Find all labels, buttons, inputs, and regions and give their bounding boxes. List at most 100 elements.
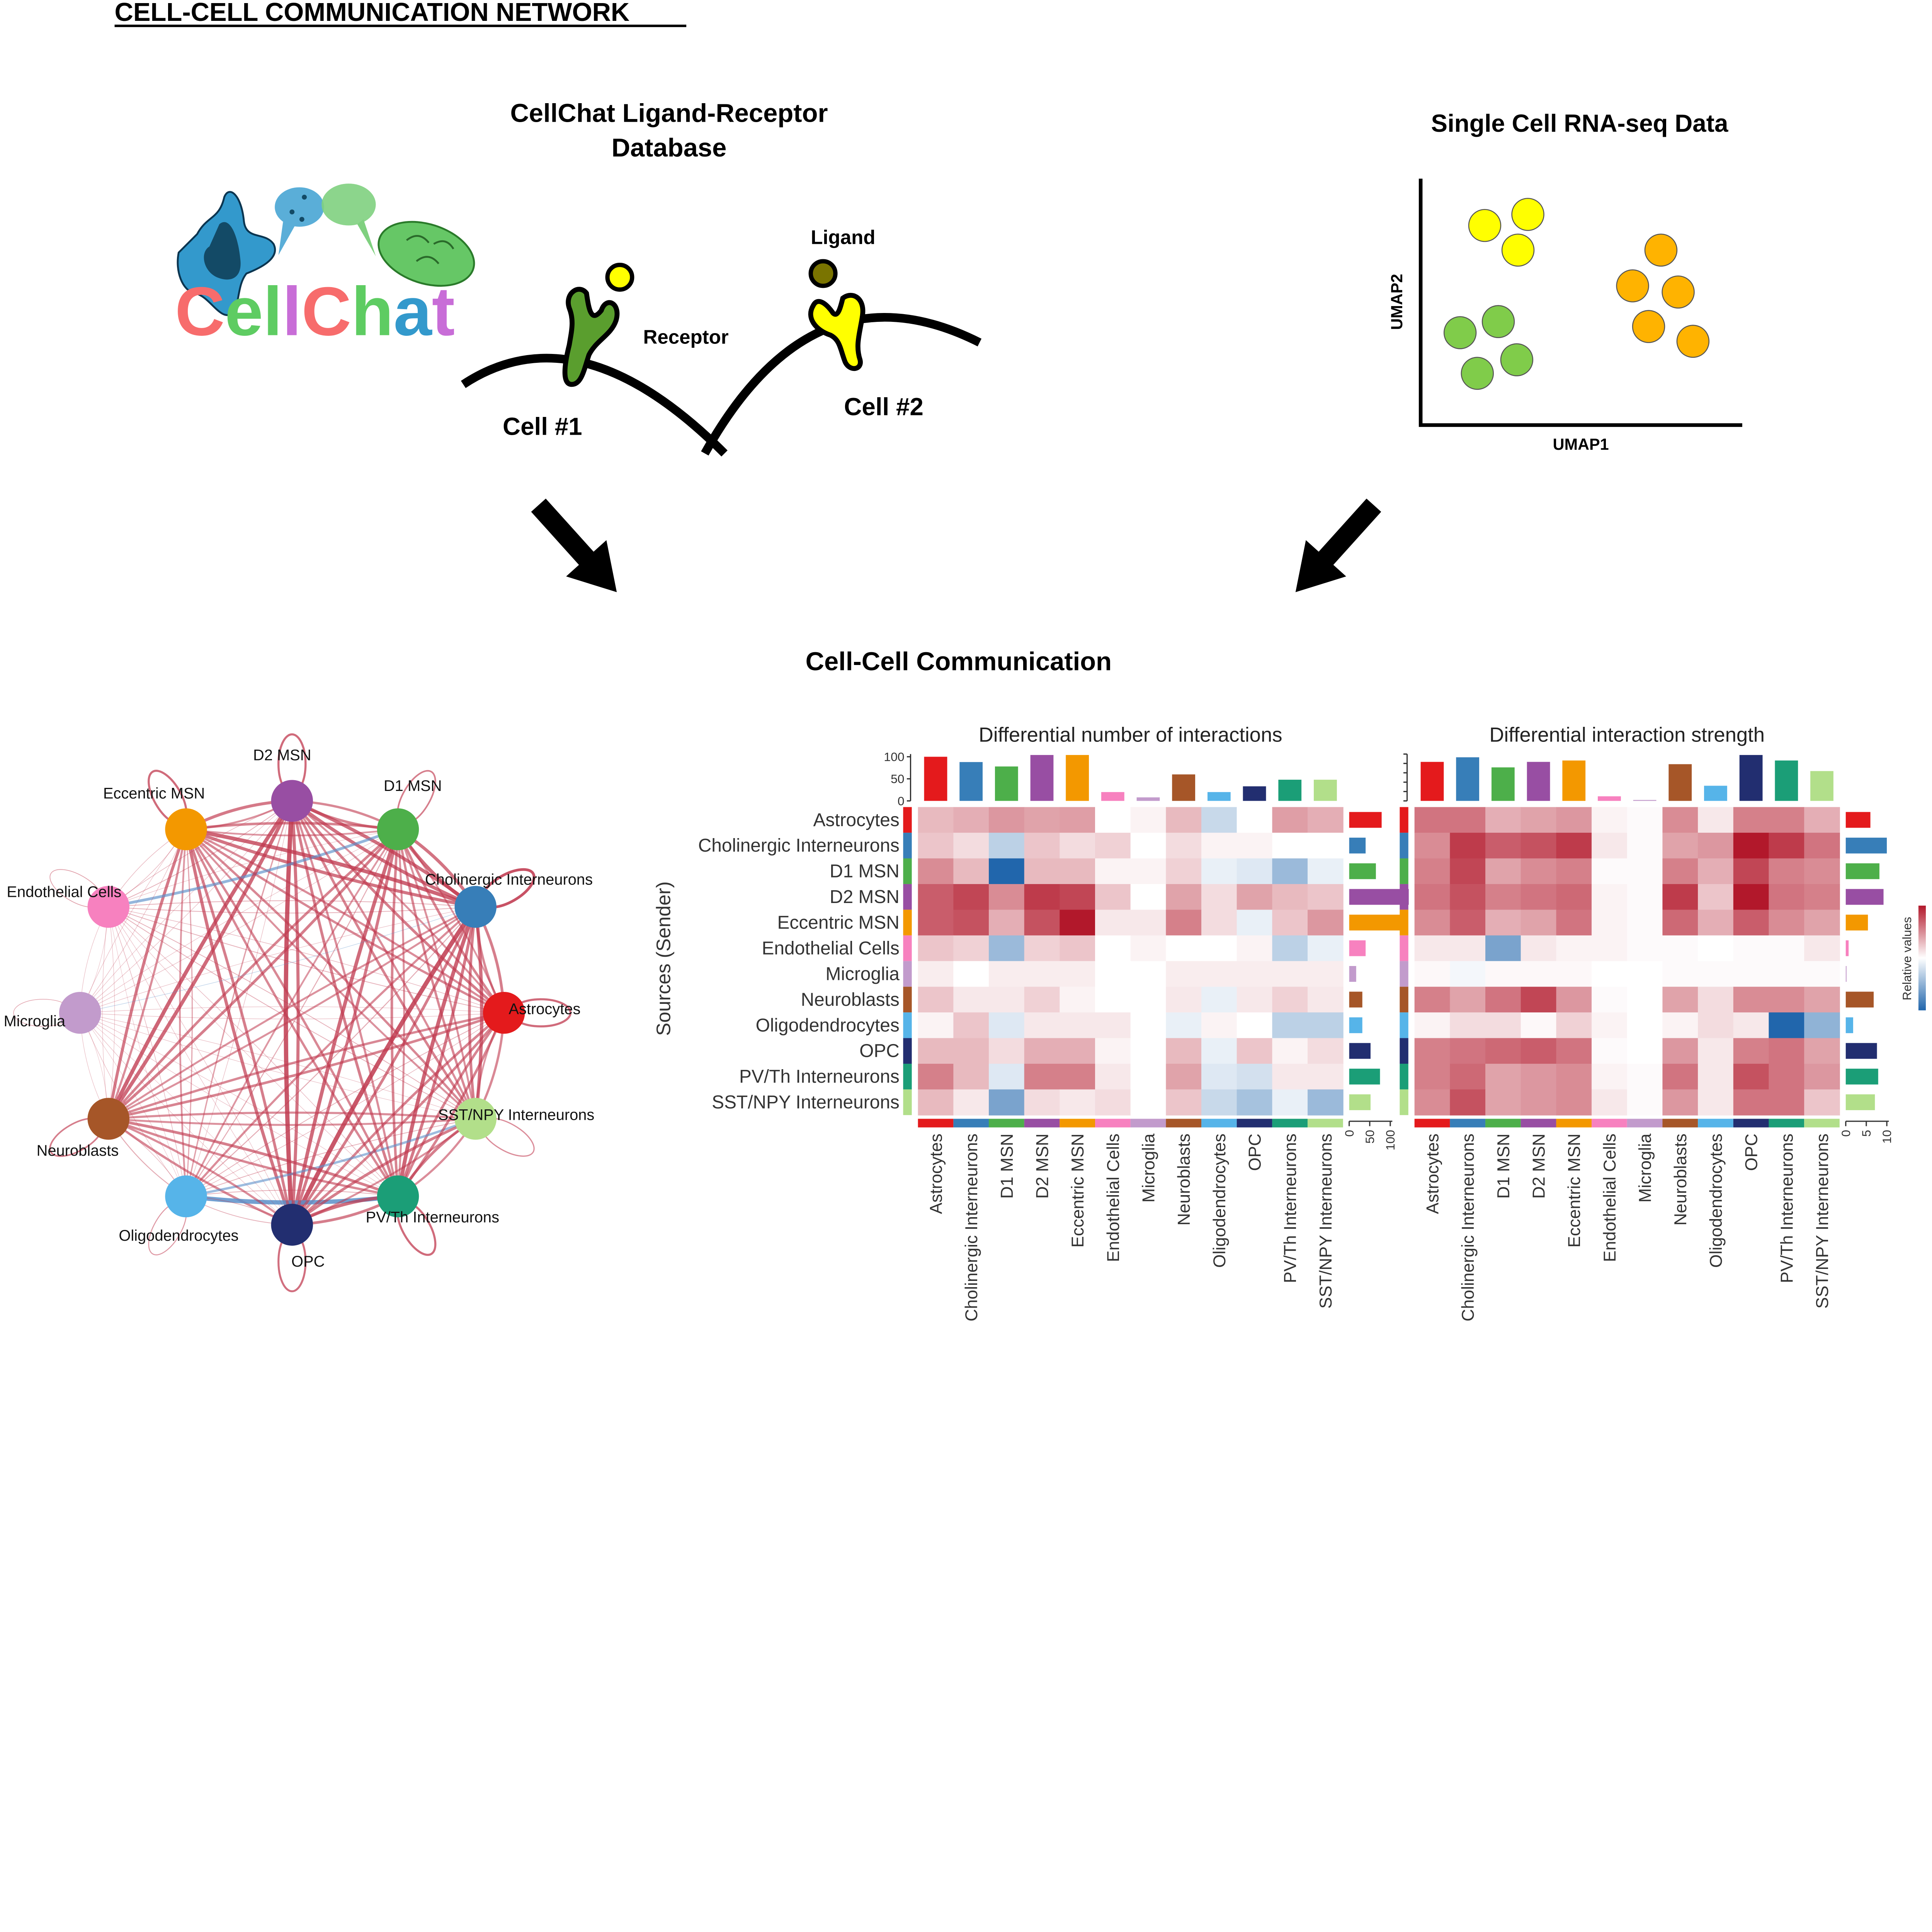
heatmap-cell xyxy=(1236,1012,1273,1039)
network-edge xyxy=(468,906,477,1119)
heatmap-cell xyxy=(1698,1089,1734,1116)
heatmap-cell xyxy=(1414,833,1451,859)
row-color-strip xyxy=(1400,910,1408,935)
heatmap-cell xyxy=(1414,935,1451,962)
heatmap-cell xyxy=(1556,1063,1592,1090)
row-color-strip xyxy=(903,1063,912,1090)
heatmap-cell xyxy=(1733,986,1769,1013)
heatmap-cell xyxy=(918,807,954,833)
heatmap-cell xyxy=(1698,1012,1734,1039)
heatmap-cell xyxy=(1272,935,1308,962)
heatmap-cell xyxy=(1556,986,1592,1013)
heatmap-cell xyxy=(918,1038,954,1064)
heatmap-cell xyxy=(1556,884,1592,910)
heatmap-title: Differential number of interactions xyxy=(979,724,1282,747)
network-node-label: Microglia xyxy=(4,1013,66,1030)
right-bar xyxy=(1349,1094,1371,1111)
heatmap-cell xyxy=(1804,1038,1840,1064)
right-bar xyxy=(1845,940,1849,956)
heatmap-cell xyxy=(1024,1089,1060,1116)
top-bar xyxy=(1739,755,1763,801)
heatmap-cell xyxy=(1060,1012,1095,1039)
top-bar xyxy=(1101,792,1124,801)
heatmap-cell xyxy=(1450,910,1486,936)
heatmap-cell xyxy=(1024,910,1060,936)
top-bar xyxy=(924,757,947,801)
heatmap-cell xyxy=(1024,1012,1060,1039)
network-edge xyxy=(108,906,476,1120)
heatmap-cell xyxy=(1060,807,1095,833)
top-axis-tick-label: 0 xyxy=(898,794,905,808)
heatmap-cell xyxy=(1166,1089,1202,1116)
ligand-receptor-illustration: Receptor Ligand Cell #1 Cell #2 xyxy=(461,226,982,457)
heatmap-cell xyxy=(1272,1038,1308,1064)
column-color-strip xyxy=(1769,1119,1804,1128)
top-bar xyxy=(995,766,1018,801)
heatmap-cell xyxy=(953,833,989,859)
heatmap-cell xyxy=(1769,1063,1805,1090)
right-bar xyxy=(1349,966,1356,982)
heatmap-cell xyxy=(1236,1038,1273,1064)
heatmap-cell xyxy=(1095,986,1131,1013)
heatmap-cell xyxy=(1095,961,1131,987)
heatmap-cell xyxy=(1520,961,1557,987)
row-label: D1 MSN xyxy=(830,861,900,882)
column-label: Microglia xyxy=(1636,1133,1655,1202)
network-edge xyxy=(185,828,476,908)
network-edge xyxy=(185,828,399,1197)
heatmap-cell xyxy=(1060,935,1095,962)
column-label: Cholinergic Interneurons xyxy=(1459,1134,1478,1321)
row-color-strip xyxy=(1400,935,1408,961)
heatmap-cell xyxy=(1769,1038,1805,1064)
heatmap-cell xyxy=(1698,858,1734,884)
heatmap-cell xyxy=(1060,1038,1095,1064)
heatmap-cell xyxy=(1201,807,1237,833)
right-bar xyxy=(1845,915,1868,931)
column-color-strip xyxy=(1414,1119,1450,1128)
right-axis-tick-label: 100 xyxy=(1383,1130,1397,1150)
legend-colorbar xyxy=(1918,905,1926,1010)
heatmap-cell xyxy=(1236,884,1273,910)
heatmap-cell xyxy=(1733,1038,1769,1064)
heatmap-cell xyxy=(1627,1038,1663,1064)
right-bar xyxy=(1349,1043,1371,1059)
heatmap-cell xyxy=(953,986,989,1013)
heatmap-cell xyxy=(1662,935,1699,962)
network-node xyxy=(59,992,101,1034)
umap-cell-dot xyxy=(1443,316,1477,349)
network-edge xyxy=(397,829,477,1119)
heatmap-cell xyxy=(1272,1063,1308,1090)
heatmap-cell xyxy=(1060,858,1095,884)
heatmap-cell xyxy=(918,833,954,859)
network-edge xyxy=(107,828,399,1120)
heatmap-cell xyxy=(953,858,989,884)
heatmap-cell xyxy=(1450,986,1486,1013)
network-node-label: Astrocytes xyxy=(509,1000,580,1017)
network-edge xyxy=(291,799,476,908)
heatmap-cell xyxy=(1520,910,1557,936)
heatmap-cell xyxy=(1024,961,1060,987)
top-bar xyxy=(1207,792,1231,801)
heatmap-cell xyxy=(1450,807,1486,833)
right-bar xyxy=(1845,837,1887,854)
right-bar xyxy=(1349,1068,1380,1085)
heatmap-cell xyxy=(1095,833,1131,859)
network-node xyxy=(165,808,207,850)
heatmap-cell xyxy=(1166,858,1202,884)
network-edge xyxy=(108,906,476,913)
umap-cell-dot xyxy=(1616,269,1649,303)
right-axis-tick-label: 5 xyxy=(1859,1130,1873,1137)
row-color-strip xyxy=(903,858,912,884)
heatmap-cell xyxy=(918,1063,954,1090)
network-edge xyxy=(185,906,476,1197)
color-legend: Relative values xyxy=(1900,905,1926,1010)
column-label: D2 MSN xyxy=(1033,1134,1052,1199)
heatmap-cell xyxy=(1627,807,1663,833)
column-label: Endothelial Cells xyxy=(1600,1134,1619,1262)
top-bar xyxy=(1456,757,1480,801)
heatmap-cell xyxy=(1095,807,1131,833)
heatmap-cell xyxy=(918,884,954,910)
heatmap-cell xyxy=(1450,884,1486,910)
heatmap-cell xyxy=(1485,858,1521,884)
